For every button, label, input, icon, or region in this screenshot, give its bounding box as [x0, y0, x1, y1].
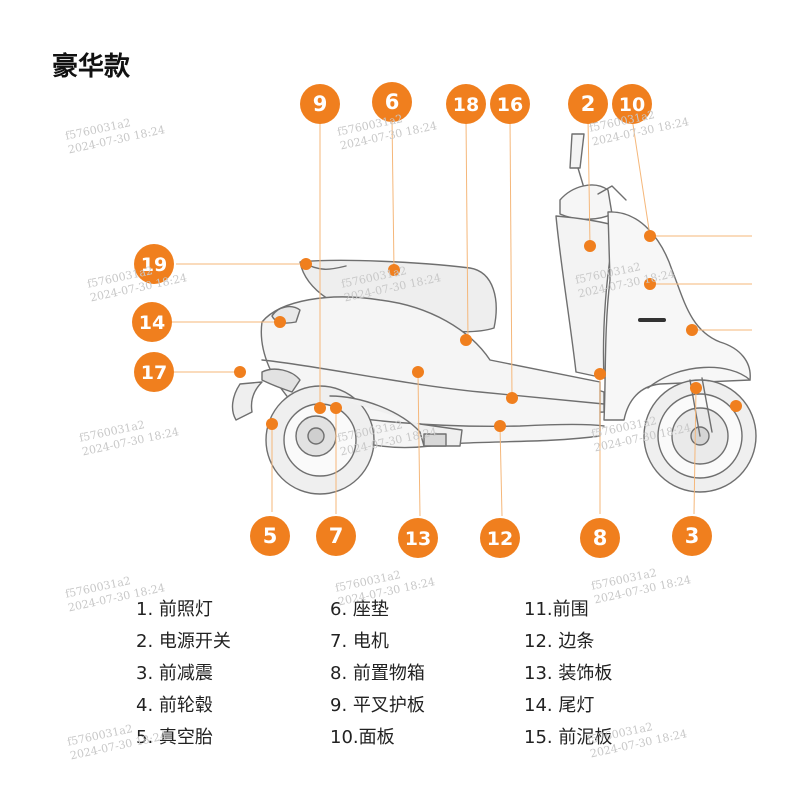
- callout-label: 12: [487, 528, 513, 550]
- callout-circle: [480, 518, 520, 558]
- legend-item: 7. 电机: [330, 631, 389, 652]
- callout-circle: [446, 84, 486, 124]
- callout-2: 2: [568, 84, 608, 124]
- callout-label: 18: [453, 94, 479, 116]
- legend-column-1: 1. 前照灯 2. 电源开关 3. 前减震 4. 前轮毂 5. 真空胎: [136, 594, 231, 754]
- callout-13: 13: [398, 518, 438, 558]
- legend-item: 6. 座垫: [330, 599, 389, 620]
- page-title: 豪华款: [52, 52, 131, 82]
- legend-item: 15. 前泥板: [524, 727, 613, 748]
- callout-circle: [612, 84, 652, 124]
- legend-item: 5. 真空胎: [136, 727, 213, 748]
- legend-item: 10.面板: [330, 727, 395, 748]
- legend-item: 4. 前轮毂: [136, 695, 213, 716]
- callout-label: 17: [141, 362, 167, 384]
- anchor-dots: [234, 230, 742, 432]
- callout-label: 14: [139, 312, 165, 334]
- callout-10: 10: [612, 84, 652, 124]
- callout-17: 17: [134, 352, 174, 392]
- legend-item: 14. 尾灯: [524, 695, 595, 716]
- legend-item: 9. 平叉护板: [330, 695, 425, 716]
- legend-item: 12. 边条: [524, 631, 595, 652]
- legend-column-3: 11.前围 12. 边条 13. 装饰板 14. 尾灯 15. 前泥板: [524, 594, 612, 754]
- callout-circle: [300, 84, 340, 124]
- callout-label: 8: [593, 526, 608, 550]
- callout-14: 14: [132, 302, 172, 342]
- legend-item: 13. 装饰板: [524, 663, 613, 684]
- callout-3: 3: [672, 516, 712, 556]
- callout-circle: [316, 516, 356, 556]
- callout-label: 9: [313, 92, 328, 116]
- callout-label: 5: [263, 524, 278, 548]
- callout-circle: [134, 244, 174, 284]
- callout-8: 8: [580, 518, 620, 558]
- callout-6: 6: [372, 82, 412, 122]
- callout-circle: [372, 82, 412, 122]
- callout-label: 2: [581, 92, 596, 116]
- callout-16: 16: [490, 84, 530, 124]
- callout-label: 10: [619, 94, 645, 116]
- leader-lines: [170, 117, 752, 517]
- callout-circle: [568, 84, 608, 124]
- callout-7: 7: [316, 516, 356, 556]
- callout-label: 13: [405, 528, 431, 550]
- legend-column-2: 6. 座垫 7. 电机 8. 前置物箱 9. 平叉护板 10.面板: [330, 594, 425, 754]
- callout-label: 7: [329, 524, 344, 548]
- legend-item: 11.前围: [524, 599, 589, 620]
- callout-circle: [250, 516, 290, 556]
- callout-5: 5: [250, 516, 290, 556]
- callout-label: 16: [497, 94, 523, 116]
- callout-label: 3: [685, 524, 700, 548]
- callout-circle: [490, 84, 530, 124]
- legend-item: 1. 前照灯: [136, 599, 213, 620]
- callouts: 9 6 18 16 2 10 19 14 17 5 7 13 12 8 3: [132, 82, 712, 558]
- legend-item: 2. 电源开关: [136, 631, 231, 652]
- callout-circle: [134, 352, 174, 392]
- callout-9: 9: [300, 84, 340, 124]
- callout-circle: [398, 518, 438, 558]
- callout-label: 6: [385, 90, 400, 114]
- legend-item: 3. 前减震: [136, 663, 213, 684]
- callout-19: 19: [134, 244, 174, 284]
- callout-circle: [132, 302, 172, 342]
- callout-18: 18: [446, 84, 486, 124]
- callout-12: 12: [480, 518, 520, 558]
- callout-circle: [672, 516, 712, 556]
- scooter-drawing: [231, 133, 757, 495]
- legend-item: 8. 前置物箱: [330, 663, 425, 684]
- callout-label: 19: [141, 254, 167, 276]
- callout-circle: [580, 518, 620, 558]
